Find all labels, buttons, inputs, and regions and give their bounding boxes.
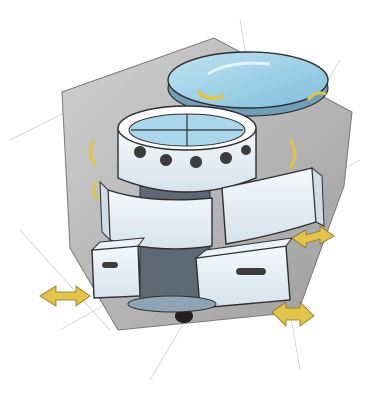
top-drum <box>118 106 256 192</box>
drawer-handle <box>102 262 118 268</box>
left-arrow <box>40 286 90 306</box>
drawer-lower-left <box>92 238 144 298</box>
finger-hole <box>220 152 232 164</box>
base <box>128 296 216 312</box>
finger-hole <box>160 154 172 166</box>
finger-hole <box>190 156 202 168</box>
finger-hole <box>241 145 251 155</box>
finger-hole <box>134 146 146 158</box>
drawer-handle <box>236 268 266 275</box>
